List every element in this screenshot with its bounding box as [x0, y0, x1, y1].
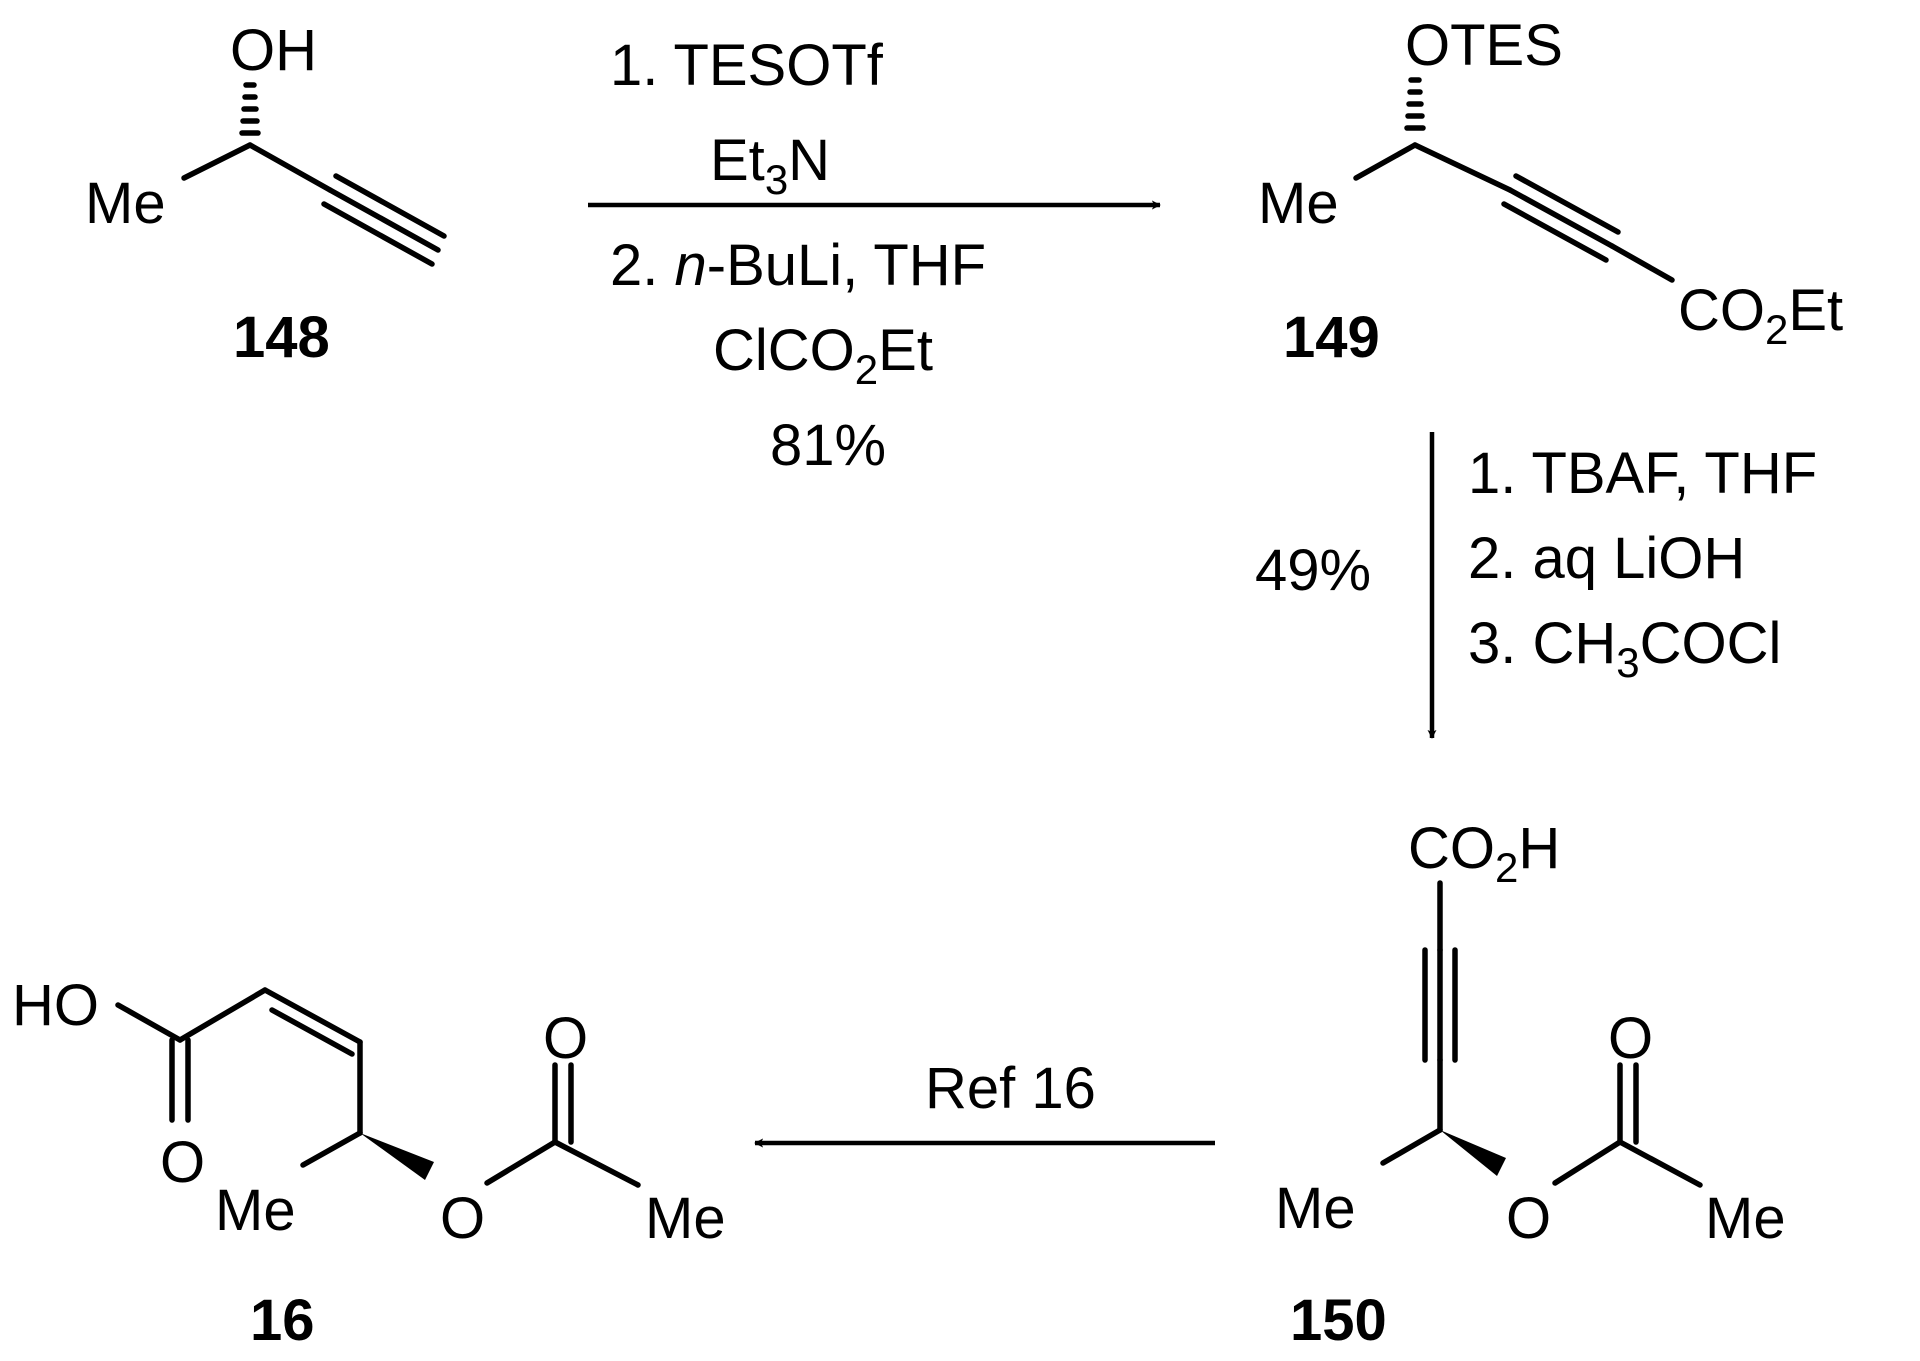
c16-me-bond: [300, 1130, 363, 1168]
c16-solid-wedge: [360, 1133, 434, 1180]
c150-me-bond: [1380, 1127, 1443, 1166]
c148-me-label: Me: [85, 171, 166, 236]
step1-arrow-group: 1. TESOTf Et3N 2. n-BuLi, THF ClCO2Et 81…: [588, 33, 1161, 478]
step1-line4: ClCO2Et: [713, 318, 933, 393]
c16-o-ester-label: O: [440, 1186, 485, 1251]
c150-o-carbonyl-label: O: [1608, 1006, 1653, 1071]
c150-acid-label: CO2H: [1408, 816, 1560, 891]
c16-carbonyl-double-bond: [552, 1062, 574, 1145]
compound-150: CO2H Me O O Me 150: [1275, 816, 1786, 1353]
step2-line1: 1. TBAF, THF: [1468, 441, 1817, 506]
c149-me-bond: [1353, 142, 1418, 181]
c150-acetyl-me-bond: [1617, 1139, 1703, 1188]
c150-number: 150: [1290, 1288, 1387, 1353]
c16-o-c-bond: [484, 1139, 558, 1186]
compound-148: OH Me 148: [85, 18, 447, 370]
c149-bond: [1412, 142, 1513, 193]
c148-hashed-wedge: [239, 82, 261, 136]
c16-carboxyl-double-bond: [169, 1037, 191, 1123]
c16-me-label: Me: [215, 1178, 296, 1243]
c149-number: 149: [1283, 305, 1380, 370]
c150-o-ester-label: O: [1506, 1186, 1551, 1251]
step3-arrow-group: Ref 16: [754, 1056, 1215, 1148]
step1-line1: 1. TESOTf: [610, 33, 884, 98]
c148-number: 148: [233, 305, 330, 370]
c149-me-label: Me: [1258, 171, 1339, 236]
step2-yield: 49%: [1255, 538, 1371, 603]
c149-ester-label: CO2Et: [1678, 278, 1843, 353]
c16-ho-label: HO: [12, 973, 99, 1038]
c16-c-c-bond: [177, 987, 268, 1043]
step2-line3: 3. CH3COCl: [1468, 611, 1781, 686]
c16-number: 16: [250, 1288, 315, 1353]
compound-149: OTES Me CO2Et 149: [1258, 13, 1843, 370]
compound-16: HO O Me O O Me 16: [12, 973, 726, 1353]
step2-line2: 2. aq LiOH: [1468, 526, 1745, 591]
step3-label: Ref 16: [925, 1056, 1096, 1121]
c149-hashed-wedge: [1404, 77, 1426, 131]
step1-line3: 2. n-BuLi, THF: [610, 233, 986, 298]
c16-me-acetyl-label: Me: [645, 1186, 726, 1251]
c149-otes-label: OTES: [1405, 13, 1563, 78]
c16-o-acid-label: O: [160, 1130, 205, 1195]
c150-me-label: Me: [1275, 1176, 1356, 1241]
c150-carbonyl-double-bond: [1617, 1062, 1639, 1145]
c148-bond: [247, 142, 333, 193]
c150-o-c-bond: [1552, 1139, 1623, 1186]
c150-me-acetyl-label: Me: [1705, 1186, 1786, 1251]
step1-yield: 81%: [770, 413, 886, 478]
c16-ho-bond: [115, 1002, 183, 1043]
c149-alkyne-triple-bond: [1501, 173, 1621, 263]
c148-me-bond: [181, 142, 253, 181]
c16-alkene-double-bond: [262, 987, 363, 1057]
c150-alkyne-triple-bond: [1422, 947, 1458, 1063]
c148-alkyne-triple-bond: [321, 173, 447, 267]
step1-line2: Et3N: [710, 128, 830, 203]
c150-solid-wedge: [1440, 1130, 1506, 1176]
step2-arrow-group: 1. TBAF, THF 2. aq LiOH 3. CH3COCl 49%: [1255, 432, 1817, 739]
c148-oh-label: OH: [230, 18, 317, 83]
c16-acetyl-me-bond: [552, 1139, 641, 1188]
c16-o-carbonyl-label: O: [543, 1006, 588, 1071]
c149-ester-bond: [1609, 243, 1675, 283]
